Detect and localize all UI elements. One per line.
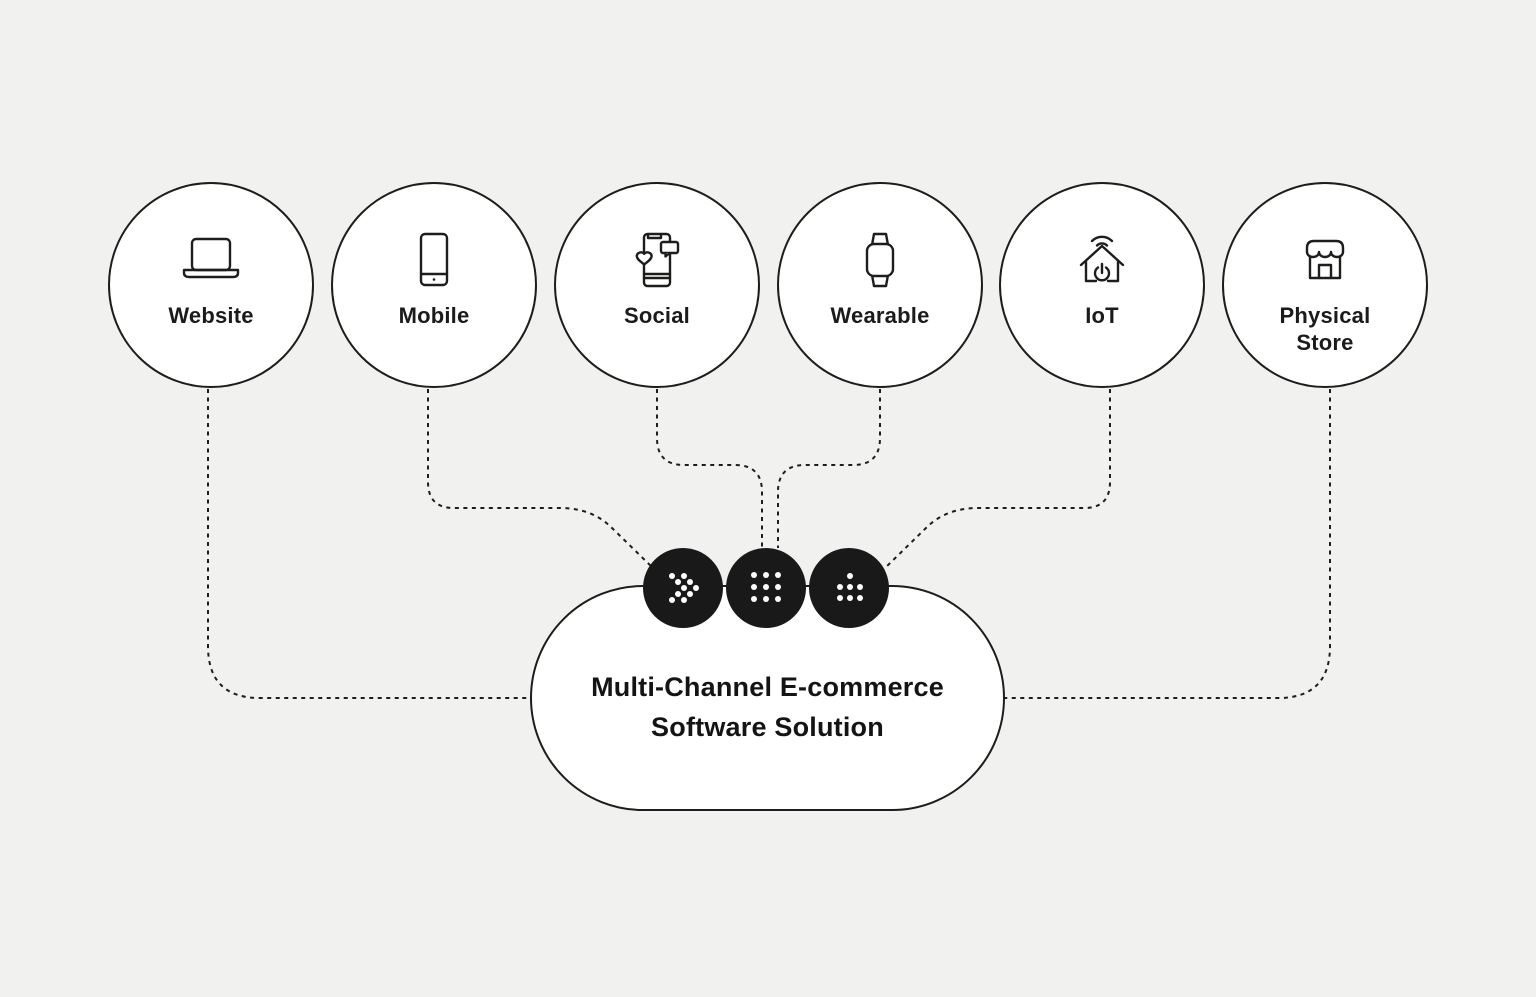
social-phone-icon — [556, 222, 758, 298]
connector-wearable — [777, 389, 881, 548]
channel-node-website: Website — [108, 182, 314, 388]
hub-badge-2 — [726, 548, 806, 628]
channel-label: IoT — [1085, 303, 1119, 328]
smartphone-icon — [333, 222, 535, 298]
channel-label: Website — [168, 303, 254, 328]
connector-mobile — [427, 389, 656, 571]
channel-label: Social — [623, 303, 690, 328]
channel-label: Physical Store — [1279, 303, 1371, 355]
laptop-icon — [110, 222, 312, 298]
dots-chevron-icon — [643, 548, 723, 628]
hub-title: Multi-Channel E-commerce Software Soluti… — [591, 667, 944, 747]
smartwatch-icon — [779, 222, 981, 298]
channel-node-social: Social — [554, 182, 760, 388]
smart-home-icon — [1001, 222, 1203, 298]
channel-node-mobile: Mobile — [331, 182, 537, 388]
hub-badge-3 — [809, 548, 889, 628]
hub-title-line2: Software Solution — [651, 712, 884, 742]
channel-label: Wearable — [830, 303, 930, 328]
connector-physical-store — [1003, 389, 1331, 699]
connector-social — [656, 389, 763, 548]
channel-label: Mobile — [398, 303, 470, 328]
channel-node-wearable: Wearable — [777, 182, 983, 388]
connector-website — [207, 389, 532, 699]
connector-iot — [882, 389, 1111, 571]
channel-node-physical-store: Physical Store — [1222, 182, 1428, 388]
storefront-icon — [1224, 222, 1426, 298]
hub-badge-1 — [643, 548, 723, 628]
channel-node-iot: IoT — [999, 182, 1205, 388]
dots-grid-icon — [726, 548, 806, 628]
hub-title-line1: Multi-Channel E-commerce — [591, 672, 944, 702]
dots-cluster-icon — [809, 548, 889, 628]
